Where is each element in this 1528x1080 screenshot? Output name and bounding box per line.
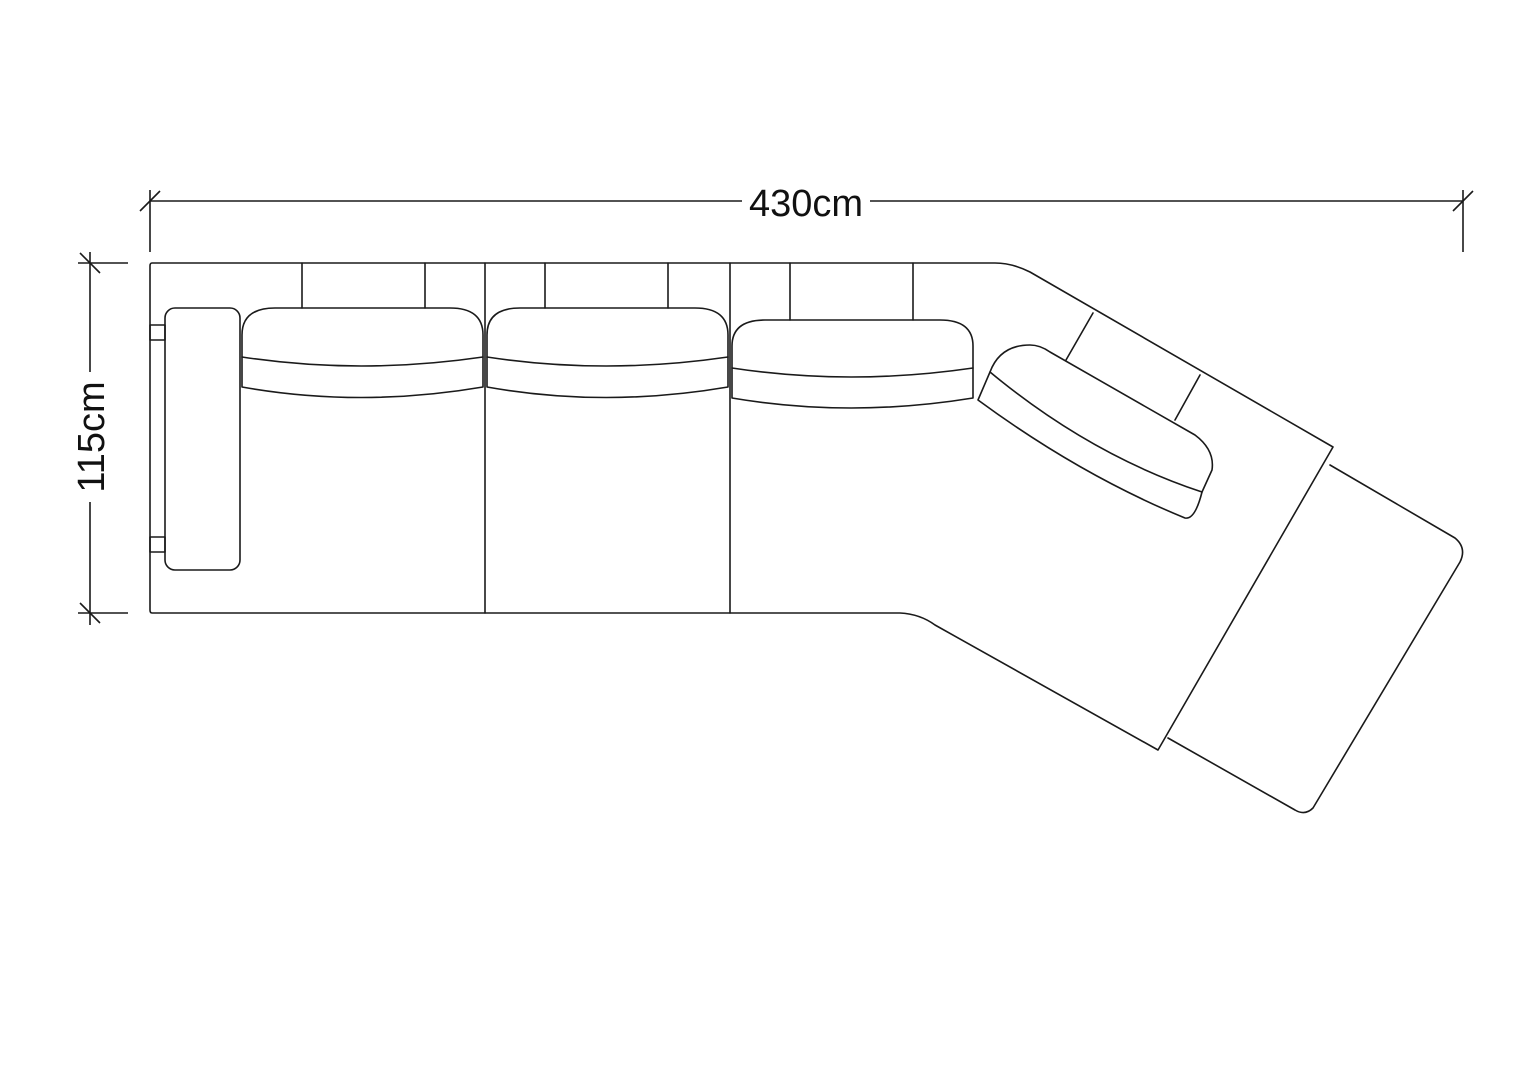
depth-dimension: 115cm: [68, 252, 128, 625]
armrest: [149, 307, 241, 571]
depth-label: 115cm: [71, 381, 113, 492]
width-label: 430cm: [749, 183, 863, 225]
seat-cushion: [241, 307, 484, 399]
seat-cushion: [731, 319, 974, 409]
corner-seat-cushion: [977, 344, 1214, 519]
width-dimension: 430cm: [139, 180, 1474, 252]
seat-cushion: [486, 307, 729, 399]
sofa-outline: [149, 262, 1464, 814]
